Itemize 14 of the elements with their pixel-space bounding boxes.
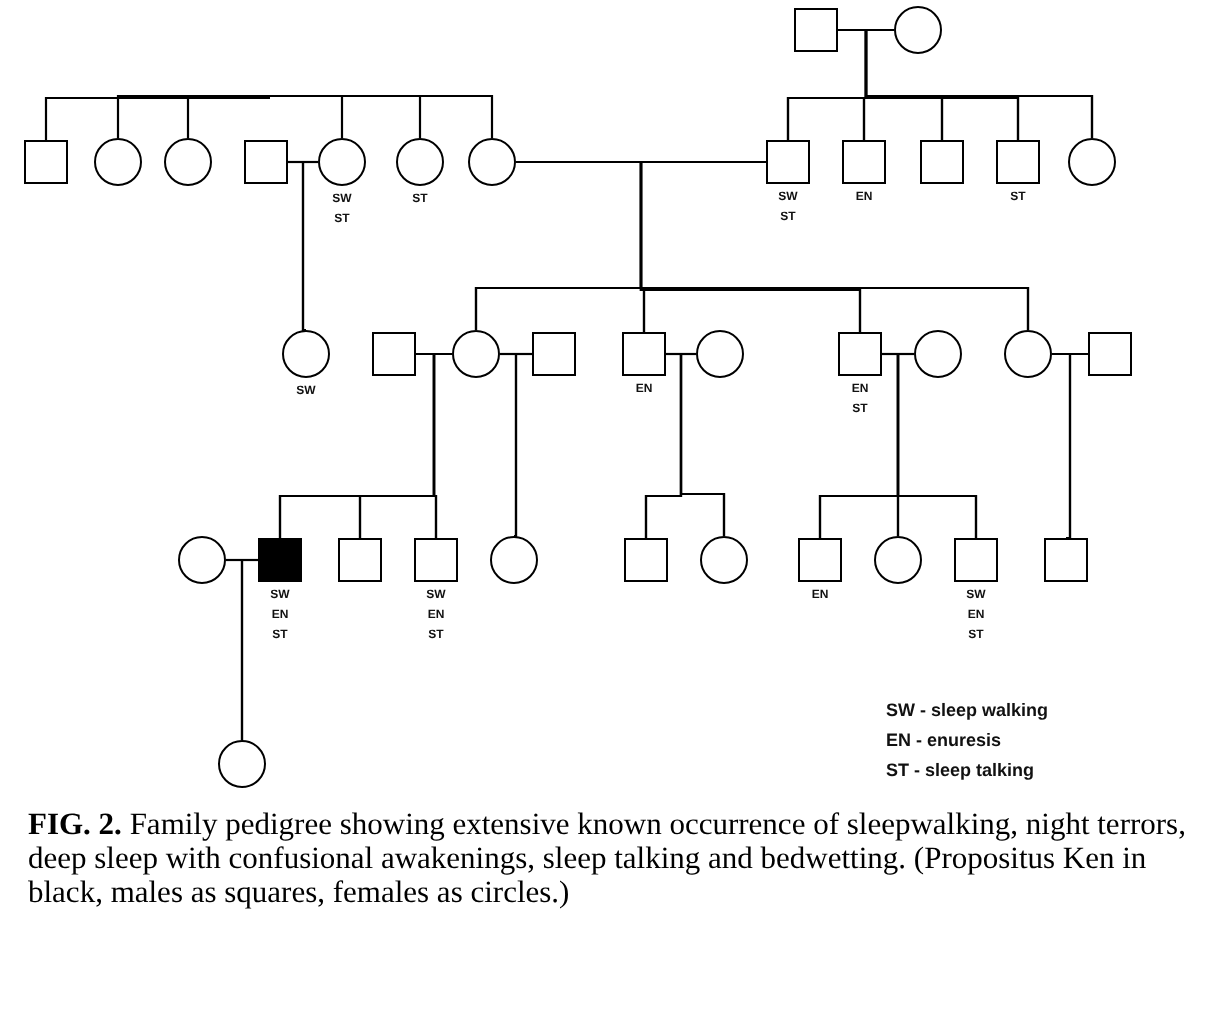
- sibship-line: [44, 96, 270, 140]
- legend-entry: EN - enuresis: [886, 730, 1002, 750]
- descent-line: [1064, 352, 1088, 540]
- sibship-line: [186, 94, 270, 138]
- legend-entry: ST - sleep talking: [886, 760, 1035, 780]
- descent-line: [639, 160, 1030, 330]
- descent-line: [679, 352, 726, 536]
- sibship-line: [270, 94, 494, 138]
- descent-line: [432, 352, 452, 538]
- descent-line: [512, 352, 532, 538]
- legend-entry: SW - sleep walking: [886, 700, 1049, 720]
- figure-caption: FIG. 2. Family pedigree showing extensive known occurrence of sleepwalking, night terrors, deep sleep with confusional awakenings, sleep talking and bedwetting. (Propositus Ken in black, males as squares, females as circles.): [28, 808, 1188, 910]
- descent-line: [240, 558, 258, 742]
- descent-line: [301, 160, 318, 332]
